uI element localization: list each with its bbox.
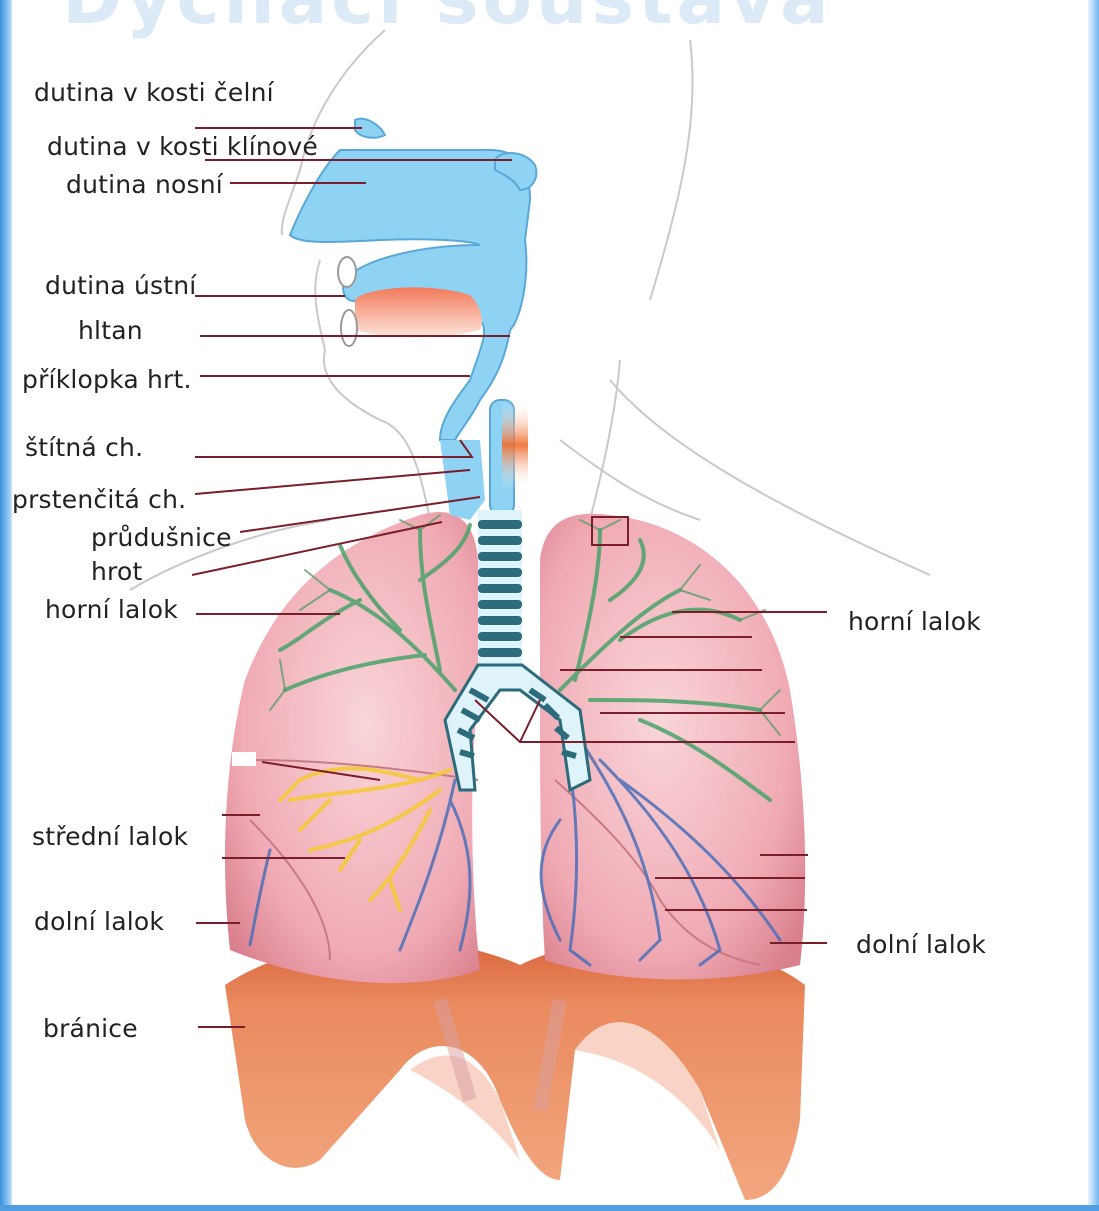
bottom-frame-strip [0, 1205, 1099, 1211]
label-left-upper-lobe: horní lalok [848, 607, 981, 636]
label-left-lower-lobe: dolní lalok [856, 930, 986, 959]
label-apex: hrot [91, 557, 142, 586]
upper-airway [290, 119, 536, 520]
label-pharynx: hltan [78, 316, 143, 345]
label-trachea: průdušnice [91, 523, 232, 552]
label-right-upper-lobe: horní lalok [45, 595, 178, 624]
label-middle-lobe: střední lalok [32, 822, 188, 851]
label-sphenoid-sinus: dutina v kosti klínové [47, 132, 318, 161]
label-epiglottis: příklopka hrt. [22, 365, 192, 394]
right-lung [225, 512, 480, 983]
label-cricoid-cartilage: prstenčitá ch. [12, 485, 186, 514]
label-right-lower-lobe: dolní lalok [34, 907, 164, 936]
label-thyroid-cartilage: štítná ch. [25, 433, 143, 462]
label-oral-cavity: dutina ústní [45, 271, 196, 300]
label-frontal-sinus: dutina v kosti čelní [34, 78, 274, 107]
head-outline [130, 30, 930, 590]
label-nasal-cavity: dutina nosní [66, 170, 223, 199]
label-diaphragm: bránice [43, 1014, 138, 1043]
diagram-canvas: Dýchací soustava [12, 0, 1088, 1205]
diaphragm [225, 940, 805, 1200]
label-mask [232, 752, 256, 766]
